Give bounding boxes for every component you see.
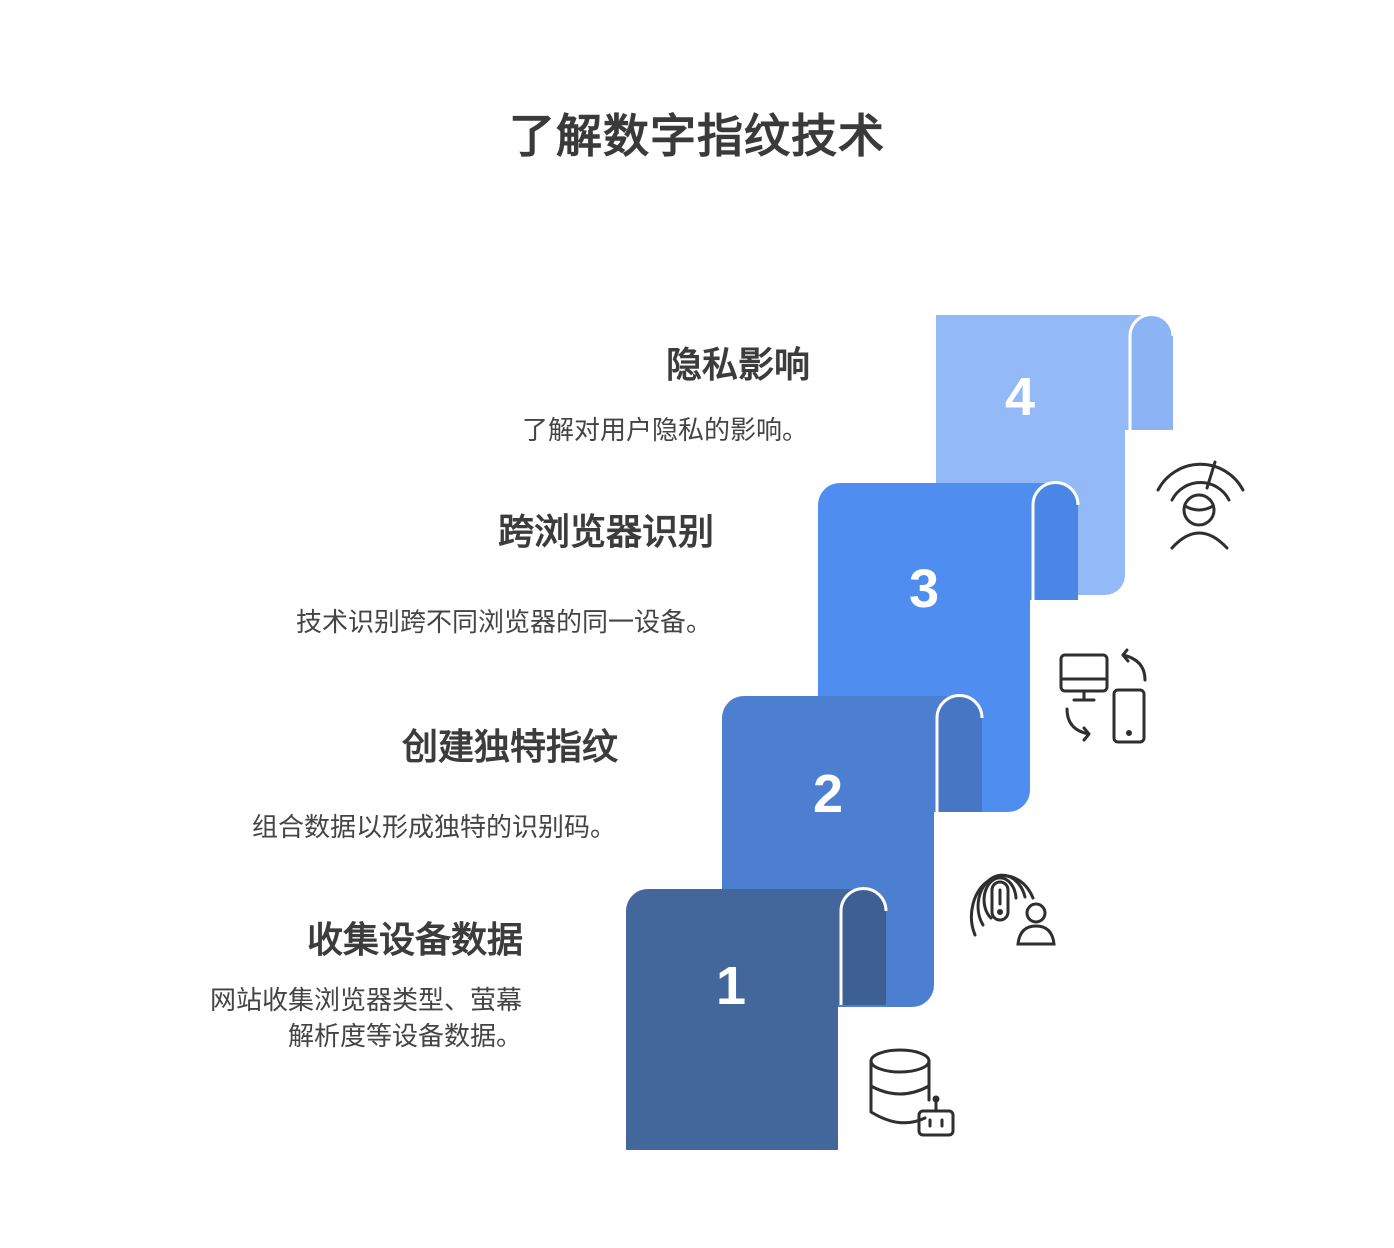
- step-4-number: 4: [1005, 367, 1035, 427]
- step-1-description-line-1: 网站收集浏览器类型、萤幕: [209, 986, 522, 1016]
- step-3-description: 技术识别跨不同浏览器的同一设备。: [296, 605, 712, 641]
- step-1-banner: 1: [626, 887, 888, 1150]
- page-title: 了解数字指纹技术: [509, 109, 885, 163]
- step-2-description: 组合数据以形成独特的识别码。: [252, 810, 616, 846]
- step-4-description: 了解对用户隐私的影响。: [522, 413, 808, 449]
- step-3-number: 3: [909, 559, 939, 619]
- step-2-description-line: 组合数据以形成独特的识别码。: [251, 813, 616, 843]
- step-3-description-line: 技术识别跨不同浏览器的同一设备。: [295, 608, 712, 638]
- step-1-heading: 收集设备数据: [306, 920, 523, 961]
- step-2-heading: 创建独特指纹: [401, 727, 618, 768]
- step-3-heading: 跨浏览器识别: [497, 512, 714, 553]
- devices-sync-icon: [1059, 648, 1147, 744]
- step-1-description-line-2: 解析度等设备数据。: [287, 1022, 522, 1052]
- step-1-number: 1: [716, 956, 746, 1016]
- privacy-person-icon: [1156, 460, 1245, 550]
- fingerprint-user-icon: [969, 873, 1056, 946]
- step-2-number: 2: [813, 764, 843, 824]
- step-4-heading: 隐私影响: [665, 345, 810, 386]
- step-1-description: 网站收集浏览器类型、萤幕 解析度等设备数据。: [210, 983, 522, 1055]
- step-4-description-line: 了解对用户隐私的影响。: [521, 416, 808, 446]
- database-robot-icon: [869, 1048, 955, 1137]
